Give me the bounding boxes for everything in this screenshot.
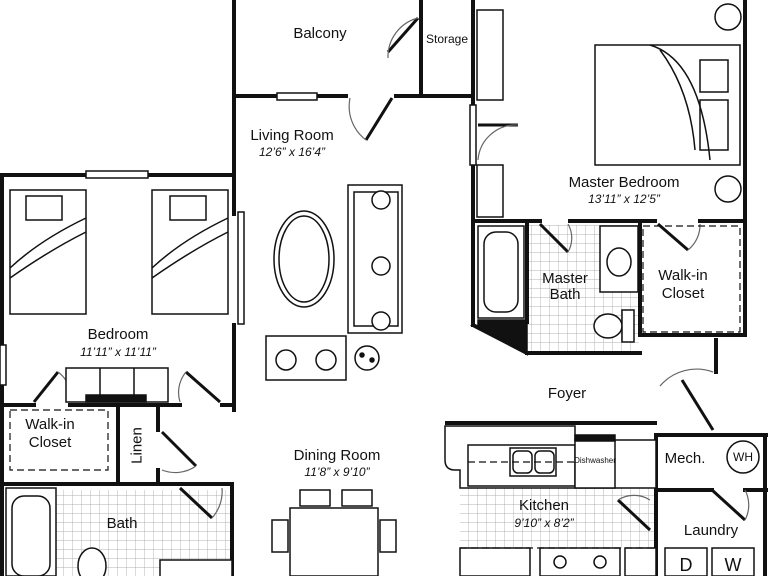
dishwasher-label: Dishwasher bbox=[574, 456, 616, 465]
master-bedroom-label: Master Bedroom bbox=[568, 174, 680, 191]
laundry-label: Laundry bbox=[683, 522, 739, 539]
dresser bbox=[476, 9, 504, 101]
foyer-label: Foyer bbox=[547, 385, 587, 402]
closet-door-1 bbox=[32, 371, 60, 403]
bath-fixtures bbox=[5, 487, 233, 576]
closet-door-2 bbox=[185, 370, 221, 404]
kitchen-dims: 9’10” x 8’2” bbox=[514, 516, 574, 530]
bedroom-dims: 11’11” x 11’11” bbox=[80, 345, 156, 359]
bedroom-label: Bedroom bbox=[87, 326, 149, 343]
master-closet-label-1: Walk-in bbox=[658, 267, 708, 284]
bath-label: Bath bbox=[106, 515, 138, 532]
master-toilet bbox=[593, 313, 623, 339]
dining-table bbox=[289, 507, 379, 576]
master-bath-label-2: Bath bbox=[549, 286, 581, 303]
kitchen-label: Kitchen bbox=[518, 497, 570, 514]
walkin-closet-label-1: Walk-in bbox=[25, 416, 75, 433]
kitchen-fixtures bbox=[444, 425, 760, 576]
living-room-furniture bbox=[265, 184, 403, 381]
master-bath-door bbox=[538, 222, 570, 254]
living-room-label: Living Room bbox=[250, 127, 334, 144]
balcony-label: Balcony bbox=[293, 25, 347, 42]
kitchen-tile bbox=[460, 488, 656, 548]
washer bbox=[711, 547, 755, 576]
laundry-door bbox=[710, 488, 747, 522]
balcony-door bbox=[386, 17, 420, 53]
water-heater-label: WH bbox=[733, 450, 753, 464]
windows bbox=[0, 92, 477, 386]
dresser-2 bbox=[476, 164, 504, 218]
master-bath-fixtures bbox=[477, 225, 639, 355]
chair-1 bbox=[299, 489, 331, 507]
mech-label: Mech. bbox=[664, 450, 706, 467]
dryer bbox=[664, 547, 708, 576]
linen-door bbox=[160, 430, 198, 468]
chair-2 bbox=[341, 489, 373, 507]
master-bedroom-furniture bbox=[476, 3, 742, 218]
storage-label: Storage bbox=[425, 32, 469, 46]
dishwasher bbox=[574, 439, 616, 489]
dining-set bbox=[271, 489, 397, 576]
washer-label: W bbox=[724, 555, 742, 575]
nightstand-lamp-top bbox=[714, 3, 742, 31]
linen-label: Linen bbox=[128, 427, 146, 464]
kitchen-door bbox=[616, 498, 652, 532]
bath-door bbox=[178, 486, 214, 520]
doors bbox=[32, 17, 750, 532]
master-closet-label-2: Closet bbox=[661, 285, 705, 302]
dining-room-label: Dining Room bbox=[293, 447, 381, 464]
dining-room-dims: 11’8” x 9’10” bbox=[304, 465, 370, 479]
water-heater bbox=[726, 440, 760, 474]
living-room-dims: 12’6” x 16’4” bbox=[258, 145, 326, 159]
toilet bbox=[77, 547, 107, 576]
front-door bbox=[680, 379, 715, 431]
dryer-label: D bbox=[679, 555, 693, 575]
nightstand-lamp-bottom bbox=[714, 175, 742, 203]
master-bath-label-1: Master bbox=[542, 270, 588, 287]
master-bedroom-dims: 13’11” x 12’5” bbox=[588, 192, 660, 206]
bedroom-furniture bbox=[9, 189, 229, 403]
side-table bbox=[354, 345, 380, 371]
walkin-closet-label-2: Closet bbox=[28, 434, 72, 451]
master-closet-door bbox=[657, 222, 689, 252]
range bbox=[539, 547, 621, 576]
living-door bbox=[364, 97, 394, 141]
master-vanity bbox=[599, 225, 639, 293]
